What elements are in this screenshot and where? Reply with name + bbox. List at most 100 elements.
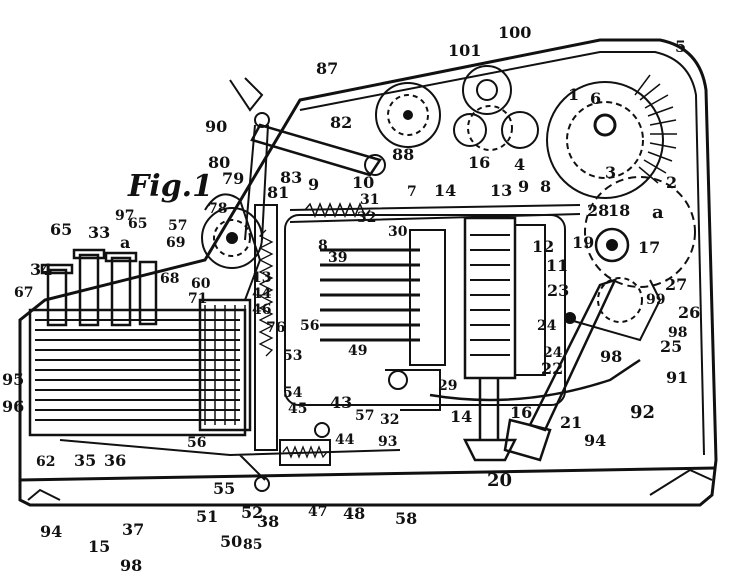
reference-numeral: 62 xyxy=(36,454,55,470)
gear-79-hub xyxy=(226,232,238,244)
reference-numeral: 57 xyxy=(355,408,374,424)
reference-numeral: 48 xyxy=(343,504,365,523)
roller-large xyxy=(375,82,441,148)
type-wheel-inner xyxy=(566,101,644,179)
frame-bracket-80 xyxy=(204,193,262,301)
rack-side-plate xyxy=(514,224,546,376)
gear-79 xyxy=(201,207,263,269)
reference-numeral: 97 xyxy=(115,208,134,224)
reference-numeral: 56 xyxy=(187,435,206,451)
reference-numeral: 24 xyxy=(537,318,557,334)
type-wheel xyxy=(546,81,664,199)
base-foot-left xyxy=(27,488,61,501)
reference-numeral: 9 xyxy=(308,175,319,194)
reference-numeral: 71 xyxy=(188,291,207,307)
reference-numeral: 49 xyxy=(348,343,367,359)
reference-numeral: 18 xyxy=(608,201,630,220)
reference-numeral: 39 xyxy=(328,250,347,266)
reference-numeral: 76 xyxy=(266,320,285,336)
bottom-linkage xyxy=(59,439,401,481)
comb-teeth xyxy=(204,305,246,425)
roller-top xyxy=(462,65,512,115)
reference-numeral: 91 xyxy=(666,368,688,387)
reference-numeral: 28 xyxy=(587,201,609,220)
key-frame xyxy=(28,308,247,437)
type-wheel-hub xyxy=(593,113,617,137)
reference-numeral: 12 xyxy=(532,237,554,256)
bevel-gear-right xyxy=(503,418,552,462)
column-spring xyxy=(258,229,274,357)
base-foot-right xyxy=(649,468,713,496)
reference-numeral: 101 xyxy=(448,41,481,60)
reference-numeral: 94 xyxy=(584,431,606,450)
reference-numeral: 13 xyxy=(490,181,512,200)
reference-numeral: 99 xyxy=(646,292,665,308)
reference-numeral: 13 xyxy=(252,270,271,286)
reference-numeral: 27 xyxy=(665,275,687,294)
pivot-23 xyxy=(564,312,576,324)
reference-numeral: 31 xyxy=(360,192,379,208)
comb-block xyxy=(198,298,252,432)
reference-numeral: 8 xyxy=(318,238,328,254)
reference-numeral: 56 xyxy=(300,318,319,334)
slide-panel xyxy=(284,214,566,406)
pivot-48 xyxy=(314,422,330,438)
reference-numeral: 23 xyxy=(547,281,569,300)
reference-numeral: 38 xyxy=(257,512,279,531)
reference-numeral: 25 xyxy=(660,337,682,356)
curved-lever-94 xyxy=(429,358,641,402)
reference-numeral: 16 xyxy=(468,153,490,172)
reference-numeral: 50 xyxy=(220,532,242,551)
reference-numeral: 55 xyxy=(213,479,235,498)
bevel-gear-left xyxy=(462,438,518,462)
reference-numeral: 1 xyxy=(568,85,579,104)
rack-shaft xyxy=(478,378,500,440)
roller-small xyxy=(501,111,539,149)
reference-numeral: 88 xyxy=(392,145,414,164)
reference-numeral: 36 xyxy=(104,451,126,470)
reference-numeral: 47 xyxy=(308,504,327,520)
reference-numeral: 24 xyxy=(543,345,563,361)
reference-numeral: 26 xyxy=(678,303,700,322)
cam-27 xyxy=(597,277,643,323)
bottom-lever-47 xyxy=(279,439,331,466)
reference-numeral: 19 xyxy=(572,233,594,252)
reference-numeral: 2 xyxy=(666,173,677,192)
reference-numeral: 82 xyxy=(330,113,352,132)
reference-numeral: 81 xyxy=(267,183,289,202)
reference-numeral: 60 xyxy=(191,276,211,292)
cam-block xyxy=(409,229,446,366)
reference-numeral: 17 xyxy=(638,238,660,257)
drum-outline-a xyxy=(584,176,696,288)
reference-numeral: 33 xyxy=(88,223,110,242)
pivot-38 xyxy=(254,476,270,492)
reference-numeral: 96 xyxy=(2,397,24,416)
rack-teeth xyxy=(470,234,510,356)
roller-top-inner xyxy=(476,79,498,101)
roller-small-2 xyxy=(453,113,487,147)
reference-numeral: 94 xyxy=(40,522,62,541)
reference-numeral: 83 xyxy=(280,168,302,187)
reference-numeral: 10 xyxy=(352,173,374,192)
ratchet-hub xyxy=(606,239,618,251)
roller-large-hub xyxy=(403,110,413,120)
reference-numeral: 8 xyxy=(540,177,551,196)
reference-numeral: 53 xyxy=(283,348,302,364)
reference-numeral: 37 xyxy=(122,520,144,539)
vertical-rod-frame xyxy=(254,204,278,451)
key-stems xyxy=(46,253,158,327)
reference-numeral: 80 xyxy=(208,153,230,172)
reference-numeral: 57 xyxy=(168,218,187,234)
casing-inner-line xyxy=(299,51,705,456)
reference-numeral: 9 xyxy=(518,177,529,196)
roller-large-dash xyxy=(387,94,429,136)
reference-numeral: 14 xyxy=(434,181,456,200)
reference-numeral: 16 xyxy=(510,403,532,422)
lever-joint xyxy=(254,112,270,128)
gear-79-dash xyxy=(213,219,251,257)
key-caps xyxy=(40,248,138,275)
reference-numeral: 65 xyxy=(128,216,147,232)
reference-numeral: 98 xyxy=(600,347,622,366)
